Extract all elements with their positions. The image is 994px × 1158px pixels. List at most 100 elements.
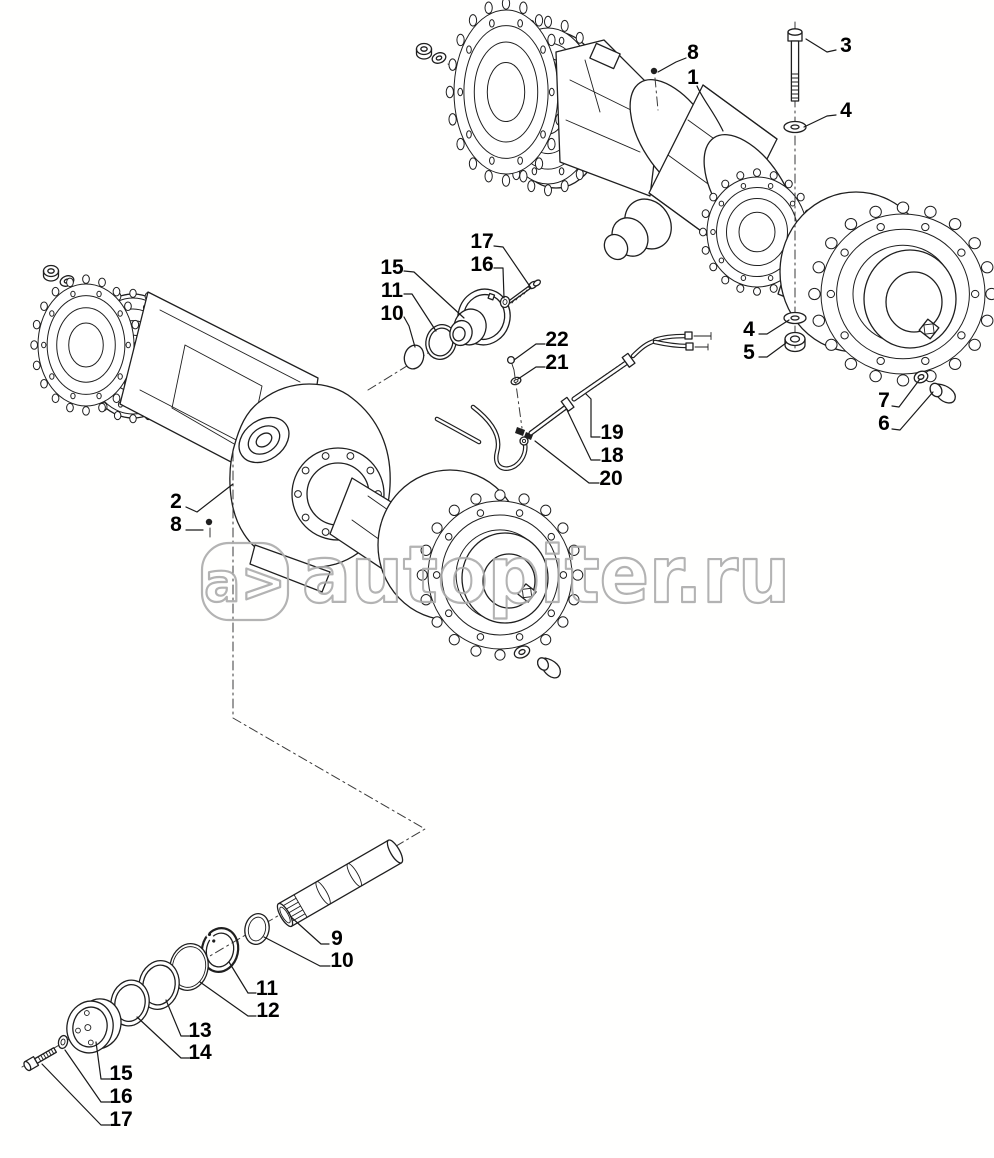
front-axle-assembly [30,264,584,679]
callout-13: 13 [188,1019,211,1042]
callout-3: 3 [840,34,852,57]
callout-15-mid: 15 [380,256,404,279]
leader-line [403,316,416,348]
callout-21: 21 [545,351,569,374]
leader-line [758,342,787,358]
snap-ring [200,927,240,973]
carrier-foot [249,544,331,593]
callout-6: 6 [878,412,890,435]
small-bolt [509,279,542,304]
watermark-site-text: autopiter.ru [302,531,790,621]
hex-nut [784,331,806,353]
callout-12: 12 [256,999,279,1022]
watermark-logo-frame [200,541,290,622]
leader-line [696,85,724,132]
callout-1: 1 [687,66,699,89]
rear-axle-assembly [415,0,994,387]
leader-line [891,378,921,408]
breather-cap-group [367,279,542,391]
callout-17-mid: 17 [470,230,493,253]
callout-15-bottom: 15 [109,1062,133,1085]
hub-plug-square [517,583,537,603]
callout-10-bottom: 10 [330,949,353,972]
seal-ring [425,324,457,360]
end-cap [66,998,122,1054]
leader-line [64,1049,111,1103]
flat-washer [783,120,807,134]
leader-line [803,114,837,128]
callout-17-bottom: 17 [109,1108,132,1131]
flanged-cap [449,288,511,347]
carrier-input-boss [238,416,290,464]
callout-4-right: 4 [743,318,755,341]
callout-16-bottom: 16 [109,1085,132,1108]
retainer-clip [913,370,929,384]
leader-line [403,293,437,332]
leader-line [805,38,837,53]
leader-line [493,245,532,289]
plug-cap [536,657,550,671]
retainer-and-plug [913,370,956,404]
callout-8-top: 8 [687,41,699,64]
plug-cap [929,382,943,398]
cone-plug [543,657,561,679]
callout-11-mid: 11 [381,279,404,302]
callout-14: 14 [188,1041,212,1064]
leader-line [199,981,257,1017]
banjo-fitting [519,436,529,446]
bleeder-screw [506,355,516,365]
axle-shaft-group [21,451,426,1072]
callout-10-mid: 10 [380,302,403,325]
input-yoke [603,198,672,261]
leader-line [95,1041,111,1080]
cone-plug [937,383,956,404]
leader-line [263,936,331,967]
callout-9: 9 [331,927,343,950]
centerline [21,451,426,1068]
leader-line [185,483,234,513]
leader-line [585,393,601,438]
leader-line [136,1016,190,1059]
wheel-nut [415,42,433,60]
wheel-washer [431,52,447,64]
axle-shaft [276,839,404,928]
leader-line [41,1063,111,1126]
callout-5: 5 [743,341,755,364]
watermark-logo-text: a> [204,551,286,614]
leader-line [403,270,465,319]
leader-line [657,57,687,73]
brake-hose-group [434,331,712,471]
centerline [654,77,659,111]
leader-line [566,409,601,461]
leader-line [228,961,257,994]
long-bolt [787,28,803,102]
callout-19: 19 [600,421,623,444]
breather-plug [650,67,658,75]
wheel-nut [42,264,60,282]
callout-18: 18 [600,444,624,467]
brake-pipe-assembly [519,331,712,446]
expansion-disc [403,344,425,370]
retainer-clip [513,645,531,659]
drain-plug [205,518,213,526]
flexible-hose [434,404,533,471]
leader-line [534,440,600,484]
callout-22: 22 [545,328,568,351]
flat-washer [783,311,807,325]
expansion-disc [244,912,270,946]
callouts: 8 1 3 4 17 16 15 11 10 22 21 4 5 7 6 2 8… [41,34,934,1131]
leader-line [891,391,934,431]
callout-4-top: 4 [840,99,852,122]
leader-line [165,999,190,1037]
mount-bolt-group [783,21,807,353]
leader-line [493,267,505,299]
leader-line [517,366,546,380]
small-bolt [23,1047,58,1072]
callout-8-left: 8 [170,513,182,536]
callout-16-mid: 16 [470,253,493,276]
small-washer [57,1034,69,1050]
leader-line [290,916,330,945]
callout-7: 7 [878,389,890,412]
